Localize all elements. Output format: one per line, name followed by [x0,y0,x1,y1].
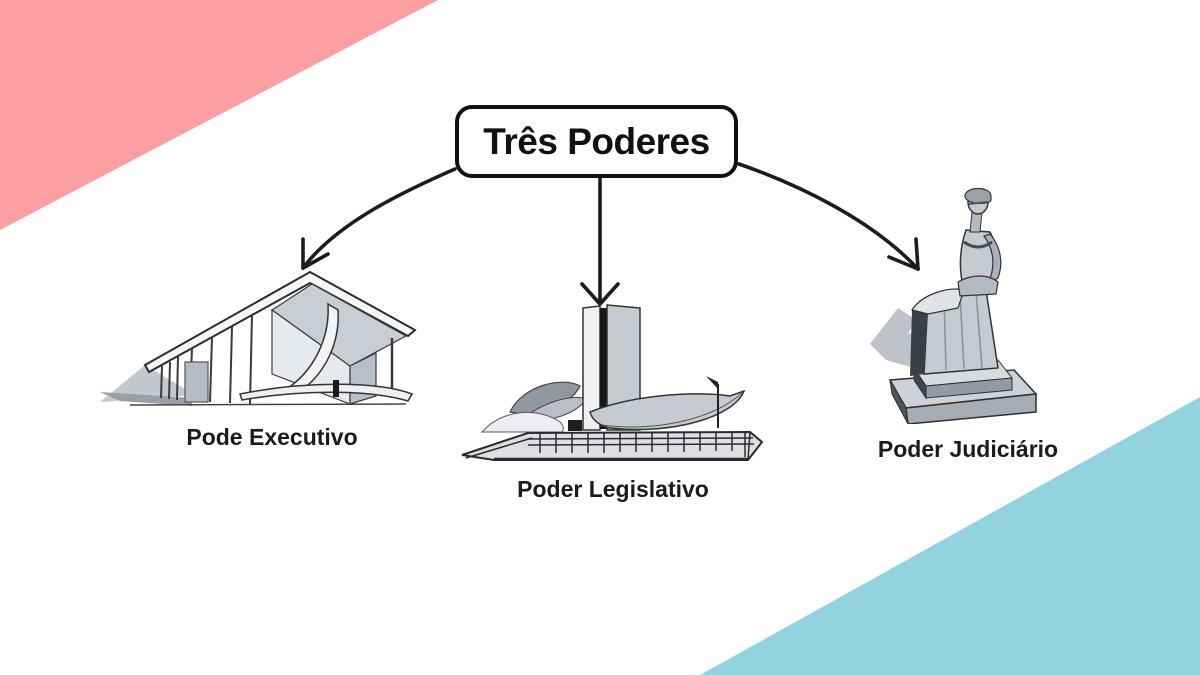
legislative-branch-label: Poder Legislativo [517,476,709,502]
executive-branch-label: Pode Executivo [186,424,358,450]
estatua-da-justica-illustration [870,187,1038,424]
congresso-nacional-illustration [461,304,764,461]
title-box: Três Poderes [455,105,738,178]
palacio-do-planalto-illustration [100,270,417,406]
diagram-title: Três Poderes [483,120,710,162]
judiciary-branch-label: Poder Judiciário [877,436,1059,462]
straight-arrow-to-legislative-icon [580,176,620,306]
curved-arrow-to-executive-icon [301,167,457,270]
